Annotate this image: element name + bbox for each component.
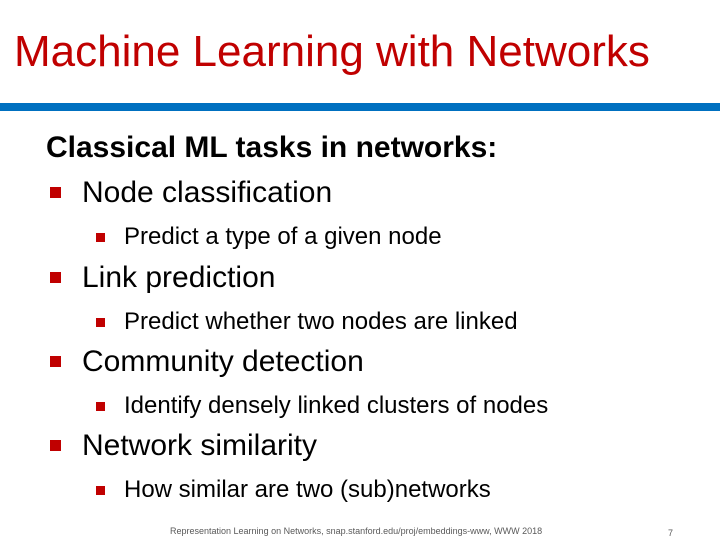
bullet-label: Community detection [82, 345, 364, 378]
square-bullet-icon [50, 187, 61, 198]
bullet-label: Link prediction [82, 261, 276, 294]
square-bullet-icon [50, 356, 61, 367]
square-bullet-icon [50, 440, 61, 451]
footer-citation: Representation Learning on Networks, sna… [170, 526, 543, 536]
slide-title: Machine Learning with Networks [14, 27, 650, 76]
sub-bullet-label: Predict a type of a given node [124, 223, 442, 250]
bullet-label: Node classification [82, 176, 333, 209]
square-bullet-icon [96, 486, 105, 495]
bullet-label: Network similarity [82, 429, 318, 462]
square-bullet-icon [96, 233, 105, 242]
square-bullet-icon [96, 402, 105, 411]
sub-bullet-label: Identify densely linked clusters of node… [124, 392, 549, 419]
sub-bullet-label: Predict whether two nodes are linked [124, 308, 518, 335]
sub-bullet-label: How similar are two (sub)networks [124, 476, 491, 503]
page-number: 7 [668, 528, 674, 538]
square-bullet-icon [96, 318, 105, 327]
title-divider [0, 103, 720, 111]
section-heading: Classical ML tasks in networks: [46, 131, 498, 164]
square-bullet-icon [50, 272, 61, 283]
